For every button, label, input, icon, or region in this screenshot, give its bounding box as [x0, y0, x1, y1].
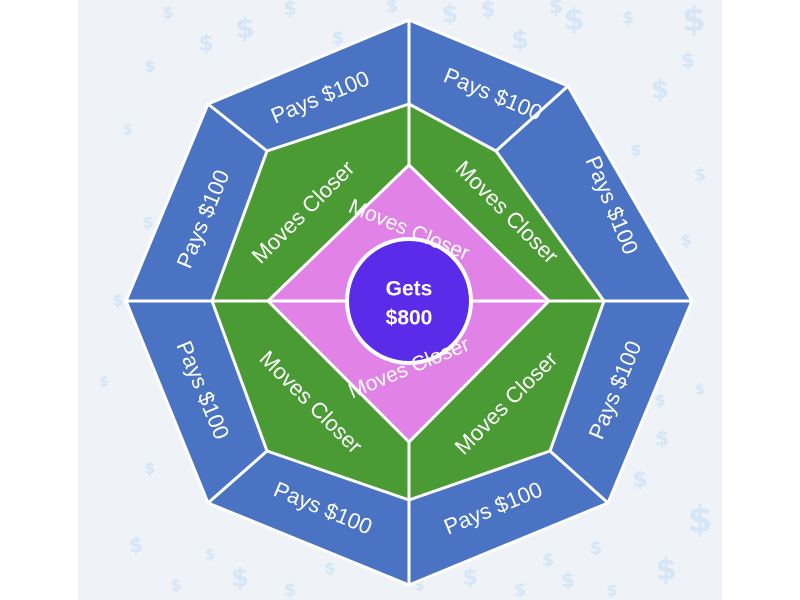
- dollar-sign-icon: $: [332, 28, 345, 49]
- dollar-sign-icon: $: [651, 75, 669, 105]
- dollar-sign-icon: $: [590, 538, 603, 559]
- inner-segment-bottom: [268, 301, 549, 442]
- middle-segment-4: [212, 104, 409, 301]
- inner-segment-top: [268, 165, 549, 301]
- middle-ring: [212, 104, 604, 500]
- inner-ring: [268, 165, 549, 442]
- divider-diag-ne: [494, 84, 570, 153]
- dollar-sign-icon: $: [542, 550, 555, 571]
- outer-segment-2: [496, 86, 692, 301]
- dollar-sign-icon: $: [656, 553, 677, 588]
- dollar-sign-icon: $: [514, 580, 527, 600]
- dollar-sign-icon: $: [680, 231, 691, 250]
- divider-diag-se: [548, 449, 610, 505]
- dollar-sign-icon: $: [123, 122, 133, 138]
- dollar-sign-icon: $: [630, 141, 641, 160]
- dollar-sign-icon: $: [162, 3, 173, 22]
- dollar-sign-icon: $: [283, 0, 297, 20]
- dollar-sign-icon: $: [144, 57, 155, 76]
- dollar-sign-icon: $: [386, 0, 399, 17]
- outer-ring: [126, 20, 692, 585]
- dollar-sign-icon: $: [99, 374, 109, 390]
- dollar-sign-icon: $: [231, 563, 249, 593]
- middle-segment-1: [409, 104, 604, 301]
- dollar-sign-icon: $: [622, 8, 635, 29]
- dollar-sign-icon: $: [442, 0, 459, 28]
- dollar-sign-icon: $: [561, 568, 575, 592]
- dollar-sign-icon: $: [112, 291, 123, 310]
- dollar-sign-icon: $: [205, 547, 215, 563]
- outer-segment-1: [409, 20, 568, 151]
- center-label-line2: $800: [386, 307, 433, 330]
- middle-segment-3: [212, 301, 409, 500]
- dollar-sign-icon: $: [655, 426, 669, 450]
- dollar-sign-icon: $: [681, 48, 695, 72]
- middle-segment-2: [409, 301, 604, 500]
- dollar-sign-icon: $: [694, 165, 707, 186]
- dollar-sign-icon: $: [654, 391, 665, 410]
- dollar-sign-icon: $: [235, 12, 254, 45]
- dollar-sign-icon: $: [462, 566, 477, 591]
- dollar-sign-icon: $: [170, 576, 181, 595]
- dollar-sign-icon: $: [564, 3, 585, 38]
- outer-segment-3: [550, 301, 692, 503]
- dollar-sign-icon: $: [695, 382, 705, 398]
- center-label-line1: Gets: [386, 278, 433, 301]
- dollar-sign-icon: $: [142, 213, 153, 232]
- dollar-sign-icon: $: [682, 0, 706, 40]
- dollar-sign-icon: $: [198, 32, 213, 57]
- outer-segment-5: [208, 451, 409, 585]
- center-circle: [345, 237, 473, 365]
- divider-diag-nw: [207, 102, 268, 153]
- dollar-sign-icon: $: [284, 580, 297, 600]
- divider-lines: [124, 18, 694, 587]
- dollar-sign-icon: $: [129, 533, 143, 557]
- dollar-sign-icon: $: [687, 500, 712, 541]
- outer-segment-4: [409, 451, 608, 585]
- dollar-sign-icon: $: [415, 578, 425, 594]
- dollar-sign-icon: $: [144, 459, 155, 478]
- divider-diag-sw: [207, 449, 268, 505]
- outer-segment-6: [126, 301, 267, 503]
- dollar-sign-icon: $: [549, 0, 563, 18]
- dollar-sign-icon: $: [511, 25, 529, 55]
- outer-segment-7: [126, 104, 267, 301]
- outer-segment-8: [208, 20, 409, 151]
- dollar-sign-icon: $: [324, 559, 335, 578]
- dollar-sign-icon: $: [632, 468, 647, 493]
- dollar-sign-icon: $: [606, 581, 617, 600]
- dollar-sign-icon: $: [480, 0, 495, 23]
